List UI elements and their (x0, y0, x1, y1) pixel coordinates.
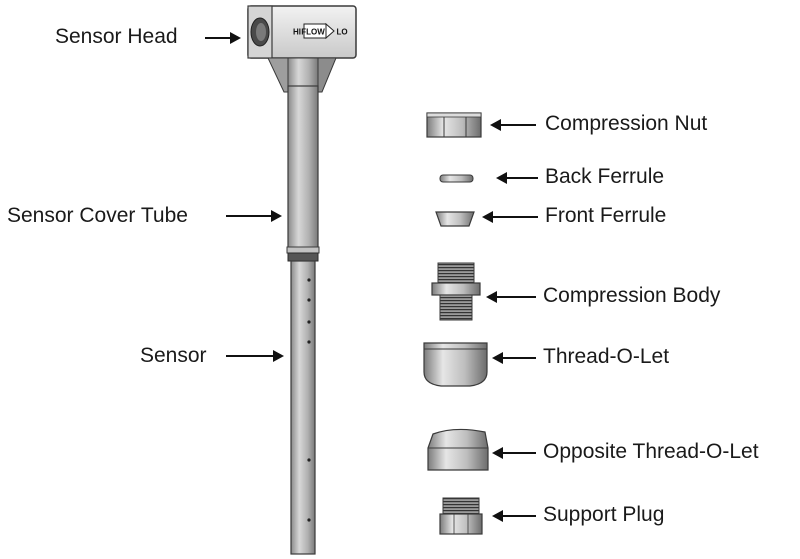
flow-direction-logo: FLOW HI LO (293, 22, 348, 40)
label-thread-o-let: Thread-O-Let (543, 345, 670, 368)
label-support-plug: Support Plug (543, 503, 665, 526)
label-sensor: Sensor (140, 344, 207, 367)
label-sensor-head: Sensor Head (55, 25, 178, 48)
sensor (290, 260, 316, 555)
label-compression-nut: Compression Nut (545, 112, 708, 135)
compression-body (431, 262, 481, 321)
arrow-sensor (226, 350, 284, 362)
sensor-cover-tube (286, 85, 320, 262)
arrow-front-ferrule (482, 211, 538, 223)
arrow-thread-o-let (492, 352, 536, 364)
arrow-sensor-cover-tube (226, 210, 282, 222)
support-plug (439, 497, 483, 535)
sensor-head: FLOW HI LO (247, 5, 357, 93)
label-sensor-cover-tube: Sensor Cover Tube (7, 204, 188, 227)
svg-text:LO: LO (336, 28, 347, 37)
arrow-compression-body (486, 291, 536, 303)
arrow-sensor-head (205, 32, 241, 44)
label-compression-body: Compression Body (543, 284, 721, 307)
arrow-back-ferrule (496, 172, 538, 184)
front-ferrule (435, 211, 475, 227)
svg-text:FLOW: FLOW (301, 28, 325, 37)
arrow-opposite-thread-o-let (492, 447, 536, 459)
compression-nut (426, 112, 482, 138)
arrow-compression-nut (490, 119, 536, 131)
label-front-ferrule: Front Ferrule (545, 204, 667, 227)
label-back-ferrule: Back Ferrule (545, 165, 665, 188)
back-ferrule (439, 174, 474, 183)
svg-text:HI: HI (293, 28, 301, 37)
thread-o-let (423, 342, 488, 387)
arrow-support-plug (492, 510, 536, 522)
opposite-thread-o-let (427, 428, 489, 471)
label-opposite-thread-o-let: Opposite Thread-O-Let (543, 440, 759, 463)
